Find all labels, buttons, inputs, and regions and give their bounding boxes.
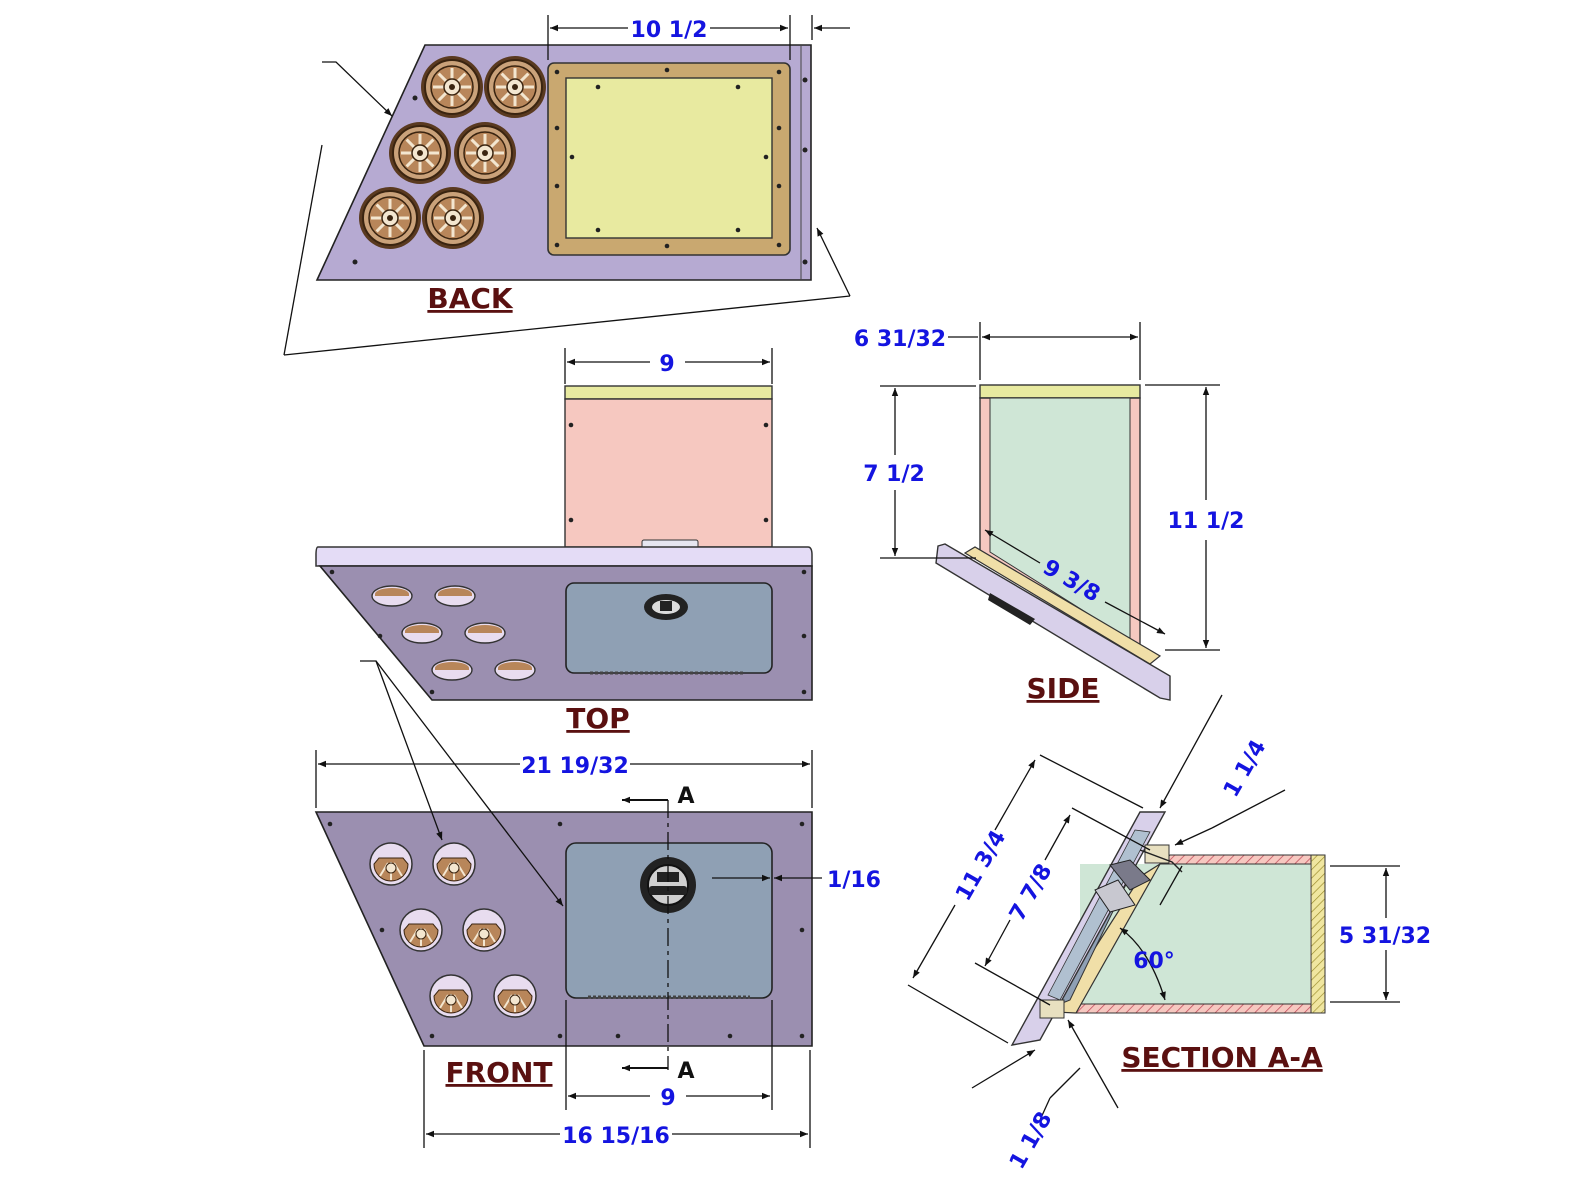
dim-front-bottom-width: 16 15/16 <box>562 1124 670 1149</box>
fan-icon <box>494 659 536 681</box>
dim-front-door-clearance: 1/16 <box>827 868 881 893</box>
section-mark-bottom: A <box>677 1059 694 1084</box>
fan-icon <box>431 659 473 681</box>
view-label-side: SIDE <box>1027 672 1100 705</box>
frame-screws <box>554 67 782 249</box>
dim-top-width: 9 <box>659 352 674 377</box>
back-lid <box>565 77 773 239</box>
dim-section-flange: 1 1/4 <box>1219 736 1271 802</box>
side-panel <box>935 543 1171 701</box>
section-mark-top: A <box>677 784 694 809</box>
dim-side-height-back: 11 1/2 <box>1168 509 1245 534</box>
top-panel-edge <box>315 546 813 567</box>
section-back-wall <box>1310 854 1326 1014</box>
top-view: 9 TOP <box>315 348 813 735</box>
dim-section-lip: 1 1/8 <box>1005 1108 1057 1174</box>
dim-section-panel: 11 3/4 <box>951 826 1011 905</box>
section-latch <box>1039 844 1183 1019</box>
fan-icon <box>493 974 537 1018</box>
fan-icon <box>464 622 506 644</box>
view-label-top: TOP <box>566 702 629 735</box>
top-box <box>564 398 773 548</box>
dim-front-width: 21 19/32 <box>521 754 629 779</box>
fan-icon <box>432 842 476 886</box>
view-label-section: SECTION A-A <box>1121 1041 1323 1074</box>
dim-back-width: 10 1/2 <box>631 18 708 43</box>
fan-icon <box>419 54 485 120</box>
fan-icon <box>387 120 453 186</box>
fan-icon <box>401 622 443 644</box>
side-tan-edge <box>963 546 1162 665</box>
dim-section-opening: 7 7/8 <box>1005 860 1057 926</box>
fan-icon <box>434 585 476 607</box>
view-label-front: FRONT <box>445 1056 552 1089</box>
fan-icon <box>462 908 506 952</box>
fan-icon <box>429 974 473 1018</box>
fan-icon <box>357 185 423 251</box>
section-view: 1 1/4 11 3/4 7 7/8 60° 5 31/32 1 1/8 SEC… <box>907 694 1431 1174</box>
fan-icon <box>399 908 443 952</box>
latch-icon <box>644 594 688 620</box>
dim-side-depth: 6 31/32 <box>854 327 946 352</box>
top-door <box>565 582 773 674</box>
dim-front-door-width: 9 <box>660 1086 675 1111</box>
fan-icon <box>420 185 486 251</box>
front-view: A A 21 19/32 1/16 9 16 15/16 FRONT <box>314 660 881 1149</box>
back-view: 10 1/2 BACK <box>283 15 851 356</box>
fan-icon <box>482 54 548 120</box>
side-view: 6 31/32 7 1/2 11 1/2 9 3/8 SIDE <box>854 322 1245 705</box>
fan-icon <box>371 585 413 607</box>
top-lid <box>564 385 773 400</box>
section-top-wall <box>1158 854 1326 865</box>
side-lid <box>979 384 1141 399</box>
fan-icon <box>452 120 518 186</box>
section-bottom-wall <box>1073 1003 1326 1014</box>
fan-icon <box>369 842 413 886</box>
view-label-back: BACK <box>427 282 514 315</box>
dim-section-angle: 60° <box>1133 949 1175 974</box>
dim-side-height-front: 7 1/2 <box>863 462 925 487</box>
dim-section-depth: 5 31/32 <box>1339 924 1431 949</box>
